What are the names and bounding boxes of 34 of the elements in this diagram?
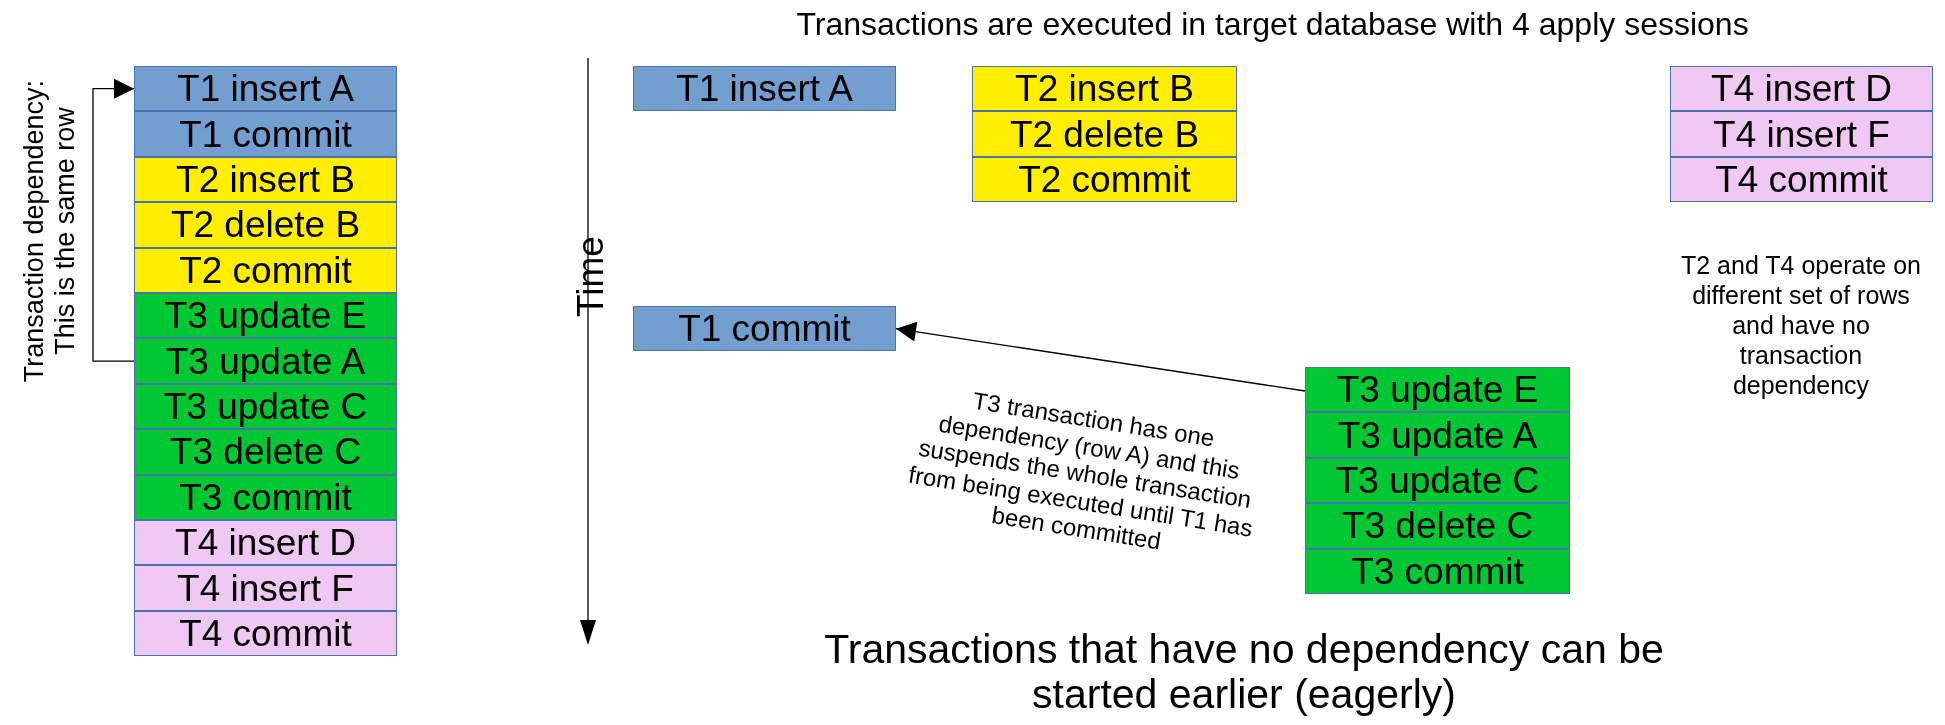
step-box: T3 commit: [1305, 548, 1570, 594]
dependency-note: T3 transaction has one dependency (row A) and this suspends the whole transaction from being executed until T1 has been committed: [905, 385, 1256, 557]
step-box: T4 insert D: [1670, 66, 1933, 112]
arrow: [895, 321, 1306, 392]
step-box: T3 update C: [1305, 457, 1570, 504]
step-box: T1 insert A: [633, 66, 896, 112]
step-box: T2 commit: [134, 247, 397, 293]
step-box: T2 commit: [972, 156, 1237, 203]
step-box: T4 commit: [134, 610, 397, 657]
title: Transactions are executed in target database with 4 apply sessions: [795, 6, 1750, 43]
step-box: T3 commit: [134, 474, 397, 520]
step-box: T2 delete B: [134, 202, 397, 248]
note: T2 and T4 operate on different set of rows and have no transaction dependency: [1680, 250, 1922, 400]
step-box: T1 insert A: [134, 66, 397, 112]
step-box: T3 delete C: [134, 429, 397, 475]
step-box: T3 update A: [1305, 412, 1570, 458]
step-box: T1 commit: [633, 306, 896, 352]
step-box: T2 insert B: [972, 66, 1237, 112]
arrow: [92, 78, 135, 362]
step-box: T3 update E: [134, 293, 397, 339]
axis-label: Time: [571, 235, 609, 319]
step-box: T3 delete C: [1305, 503, 1570, 549]
step-box: T4 commit: [1670, 156, 1933, 203]
step-box: T3 update E: [1305, 367, 1570, 413]
step-box: T4 insert D: [134, 520, 397, 566]
dependency-note: Transaction dependency: This is the same row: [18, 78, 81, 385]
step-box: T3 update A: [134, 338, 397, 384]
step-box: T4 insert F: [134, 565, 397, 611]
caption: Transactions that have no dependency can be started earlier (eagerly): [823, 627, 1665, 718]
step-box: T1 commit: [134, 111, 397, 157]
step-box: T3 update C: [134, 383, 397, 430]
step-box: T2 insert B: [134, 156, 397, 203]
step-box: T2 delete B: [972, 111, 1237, 157]
step-box: T4 insert F: [1670, 111, 1933, 157]
